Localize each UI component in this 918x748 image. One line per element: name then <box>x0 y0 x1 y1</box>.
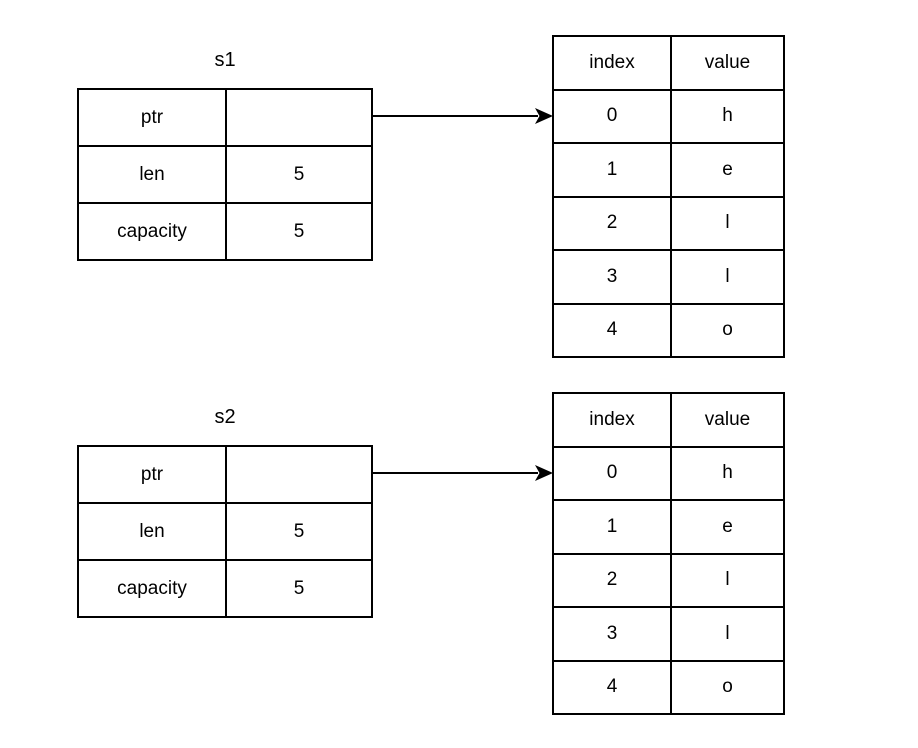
heap-cell-index: 2 <box>554 197 672 249</box>
heap-cell-value: h <box>722 105 733 127</box>
stack-field-value: 5 <box>293 577 305 599</box>
stack-struct-table: ptr len 5 capacity 5 <box>77 445 373 618</box>
heap-cell-value: l <box>725 265 730 287</box>
heap-buffer-table: index value 0 h 1 e 2 l 3 l 4 o <box>552 35 785 358</box>
stack-field-value: 5 <box>293 520 305 542</box>
stack-field-label: ptr <box>79 447 227 502</box>
heap-cell-index: 3 <box>554 608 672 660</box>
variable-title: s1 <box>214 49 236 71</box>
heap-cell-value: o <box>722 676 733 698</box>
table-row: ptr <box>79 447 371 502</box>
stack-field-value: 5 <box>293 163 305 185</box>
heap-cell-index: 0 <box>554 90 672 142</box>
table-row: 2 l <box>554 552 783 606</box>
stack-field-value <box>227 90 371 145</box>
table-row: 4 o <box>554 302 783 356</box>
table-row: 3 l <box>554 249 783 303</box>
heap-cell-index: 4 <box>554 661 672 713</box>
stack-field-label: capacity <box>79 561 227 616</box>
stack-field-label: len <box>79 504 227 559</box>
heap-cell-index: 1 <box>554 501 672 553</box>
string-diagram-s1: s1 ptr len 5 capacity 5 index value <box>0 0 918 368</box>
table-row: 4 o <box>554 659 783 713</box>
heap-cell-index: 4 <box>554 304 672 356</box>
table-row: 1 e <box>554 142 783 196</box>
table-row: 0 h <box>554 88 783 142</box>
stack-field-label: ptr <box>79 90 227 145</box>
table-row: 1 e <box>554 499 783 553</box>
column-header-index: index <box>554 37 672 89</box>
variable-title: s2 <box>214 406 236 428</box>
table-row: len 5 <box>79 145 371 202</box>
heap-cell-value: l <box>725 212 730 234</box>
heap-buffer-table: index value 0 h 1 e 2 l 3 l 4 o <box>552 392 785 715</box>
heap-cell-value: e <box>722 158 733 180</box>
table-row: 0 h <box>554 445 783 499</box>
table-row: capacity 5 <box>79 559 371 616</box>
table-row: len 5 <box>79 502 371 559</box>
heap-cell-value: h <box>722 462 733 484</box>
heap-cell-index: 1 <box>554 144 672 196</box>
table-row: 2 l <box>554 195 783 249</box>
string-diagram-s2: s2 ptr len 5 capacity 5 index value <box>0 357 918 725</box>
stack-field-label: capacity <box>79 204 227 259</box>
column-header-value: value <box>704 51 751 73</box>
heap-cell-index: 2 <box>554 554 672 606</box>
arrowhead-icon <box>535 108 553 124</box>
ptr-arrow <box>373 108 553 124</box>
table-row: ptr <box>79 90 371 145</box>
ptr-arrow <box>373 465 553 481</box>
arrowhead-icon <box>535 465 553 481</box>
column-header-value: value <box>704 408 751 430</box>
heap-cell-index: 0 <box>554 447 672 499</box>
table-row: capacity 5 <box>79 202 371 259</box>
stack-field-value: 5 <box>293 220 305 242</box>
stack-field-value <box>227 447 371 502</box>
stack-field-label: len <box>79 147 227 202</box>
heap-cell-index: 3 <box>554 251 672 303</box>
table-header-row: index value <box>554 37 783 89</box>
heap-cell-value: l <box>725 622 730 644</box>
column-header-index: index <box>554 394 672 446</box>
heap-cell-value: o <box>722 319 733 341</box>
table-row: 3 l <box>554 606 783 660</box>
stack-struct-table: ptr len 5 capacity 5 <box>77 88 373 261</box>
heap-cell-value: l <box>725 569 730 591</box>
heap-cell-value: e <box>722 515 733 537</box>
table-header-row: index value <box>554 394 783 446</box>
